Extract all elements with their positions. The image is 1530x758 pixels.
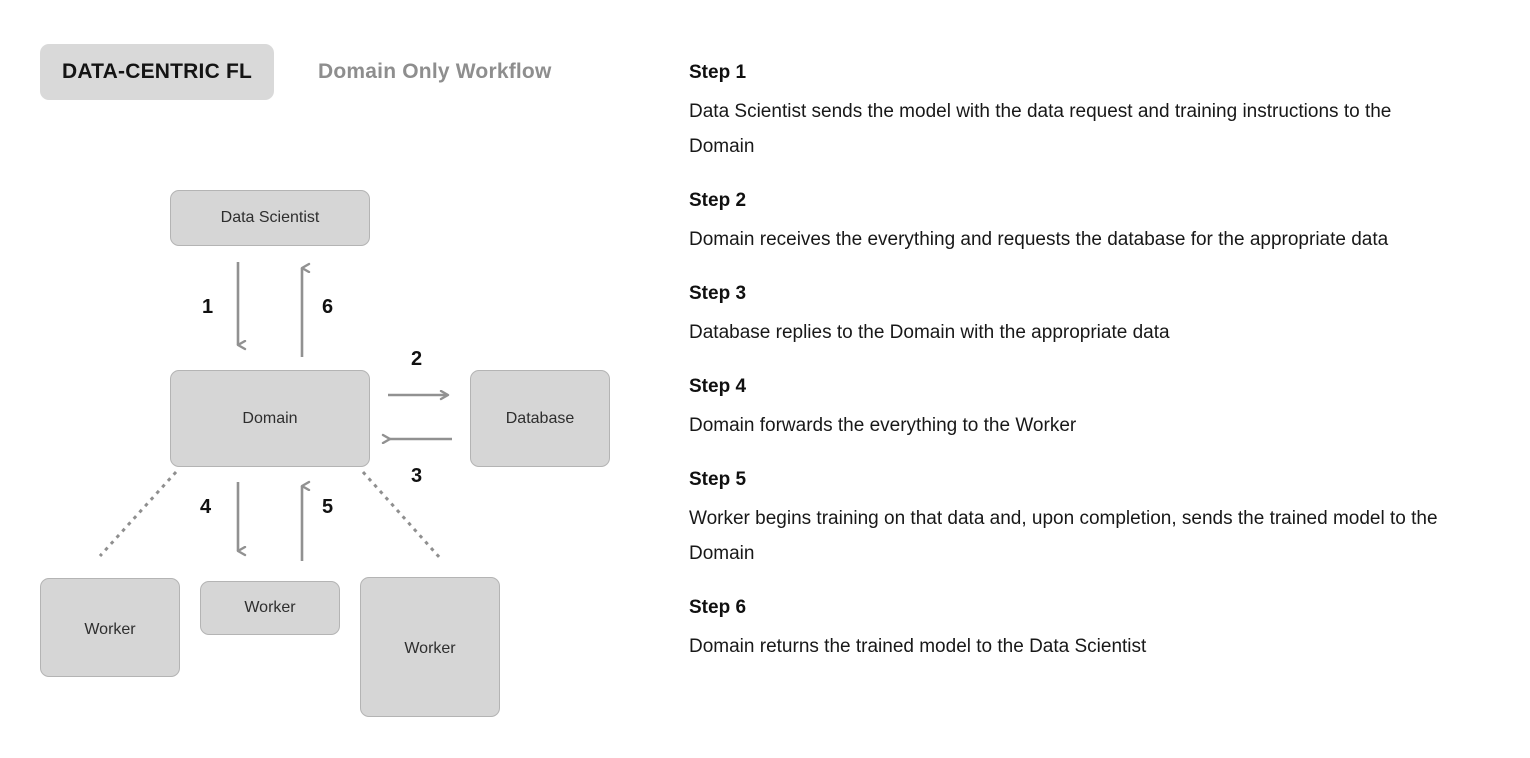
edge-label-4: 4 (200, 496, 212, 518)
step-1-title: Step 1 (689, 62, 747, 83)
node-domain[interactable]: Domain (170, 370, 370, 467)
workflow-tabbar: DATA-CENTRIC FL Domain Only Workflow (40, 44, 574, 100)
node-worker-left-label: Worker (84, 620, 136, 638)
step-item: Step 1 Data Scientist sends the model wi… (689, 62, 1479, 164)
edge-domain-worker-left-dotted (98, 470, 178, 558)
node-domain-label: Domain (242, 409, 298, 427)
step-2-body: Domain receives the everything and reque… (689, 228, 1389, 250)
step-3-title: Step 3 (689, 283, 747, 305)
step-2-title: Step 2 (689, 190, 747, 212)
node-worker-left[interactable]: Worker (40, 578, 180, 677)
node-database[interactable]: Database (470, 370, 610, 467)
edge-domain-worker-right-dotted (361, 470, 442, 560)
edge-label-6: 6 (322, 296, 334, 318)
node-worker-right[interactable]: Worker (360, 577, 500, 717)
node-database-label: Database (505, 409, 575, 427)
node-worker-right-label: Worker (404, 640, 456, 657)
step-6-body: Domain returns the trained model to the … (689, 636, 1147, 658)
step-5-body: Worker begins training on that data and,… (689, 507, 1438, 565)
steps-panel: Step 1 Data Scientist sends the model wi… (689, 62, 1479, 664)
node-data-scientist-label: Data Scientist (220, 209, 320, 226)
node-worker-mid-label: Worker (244, 599, 296, 616)
step-item: Step 4 Domain forwards the everything to… (689, 376, 1479, 443)
step-6-title: Step 6 (689, 597, 747, 619)
step-4-body: Domain forwards the everything to the Wo… (689, 414, 1077, 436)
edge-label-2: 2 (411, 348, 423, 370)
edge-label-3: 3 (411, 465, 423, 487)
step-1-body: Data Scientist sends the model with the … (689, 100, 1392, 157)
step-5-title: Step 5 (689, 469, 747, 491)
step-item: Step 6 Domain returns the trained model … (689, 597, 1479, 664)
node-worker-mid[interactable]: Worker (200, 581, 340, 635)
step-4-title: Step 4 (689, 376, 747, 398)
tab-data-centric-fl[interactable]: DATA-CENTRIC FL (40, 44, 275, 100)
step-item: Step 5 Worker begins training on that da… (689, 469, 1479, 571)
step-item: Step 2 Domain receives the everything an… (689, 190, 1479, 257)
edge-label-5: 5 (322, 496, 334, 518)
tab-domain-only-workflow[interactable]: Domain Only Workflow (318, 60, 552, 83)
node-data-scientist[interactable]: Data Scientist (170, 190, 370, 246)
step-3-body: Database replies to the Domain with the … (689, 321, 1170, 343)
step-item: Step 3 Database replies to the Domain wi… (689, 283, 1479, 350)
workflow-diagram: Data Scientist Domain Database Worker Wo… (0, 0, 660, 758)
edge-label-1: 1 (202, 296, 214, 318)
